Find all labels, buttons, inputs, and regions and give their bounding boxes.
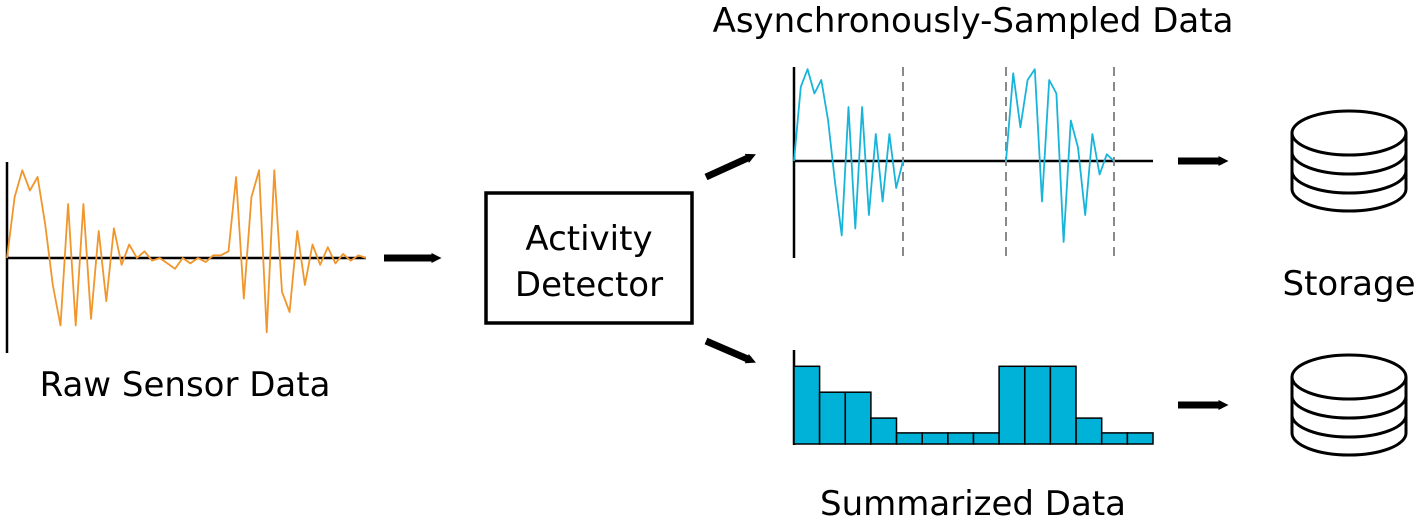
arrow-to-async [704, 153, 756, 181]
summary-bar [1049, 365, 1077, 445]
activity-detector-box: Activity Detector [484, 191, 694, 325]
raw-sensor-plot [5, 162, 367, 353]
summary-bar [844, 391, 872, 445]
summary-label: Summarized Data [820, 484, 1126, 524]
async-label: Asynchronously-Sampled Data [713, 1, 1234, 41]
summary-bar [818, 391, 846, 445]
database-icon [1290, 353, 1408, 457]
async-signal-segment [793, 68, 904, 237]
summary-bar [1075, 417, 1103, 445]
summary-bar [1024, 365, 1052, 445]
summary-bar [870, 417, 898, 445]
summary-bar [998, 365, 1026, 445]
summary-bar [1126, 432, 1154, 445]
detector-label-line2: Detector [515, 265, 663, 305]
storage-label: Storage [1282, 264, 1415, 304]
summary-bar [1100, 432, 1129, 445]
summary-plot [792, 350, 1154, 445]
async-signal-segment [1005, 68, 1115, 243]
summary-bar [947, 432, 975, 445]
async-plot [792, 67, 1153, 258]
database-icon [1290, 109, 1408, 213]
summary-bar [972, 432, 1000, 445]
detector-label-line1: Activity [525, 219, 652, 259]
raw-signal-line [6, 169, 367, 334]
raw-sensor-label: Raw Sensor Data [40, 365, 331, 405]
summary-bar [895, 432, 923, 445]
summary-bar [921, 432, 949, 445]
arrow-to-summary [704, 337, 756, 364]
summary-bar [793, 365, 821, 445]
